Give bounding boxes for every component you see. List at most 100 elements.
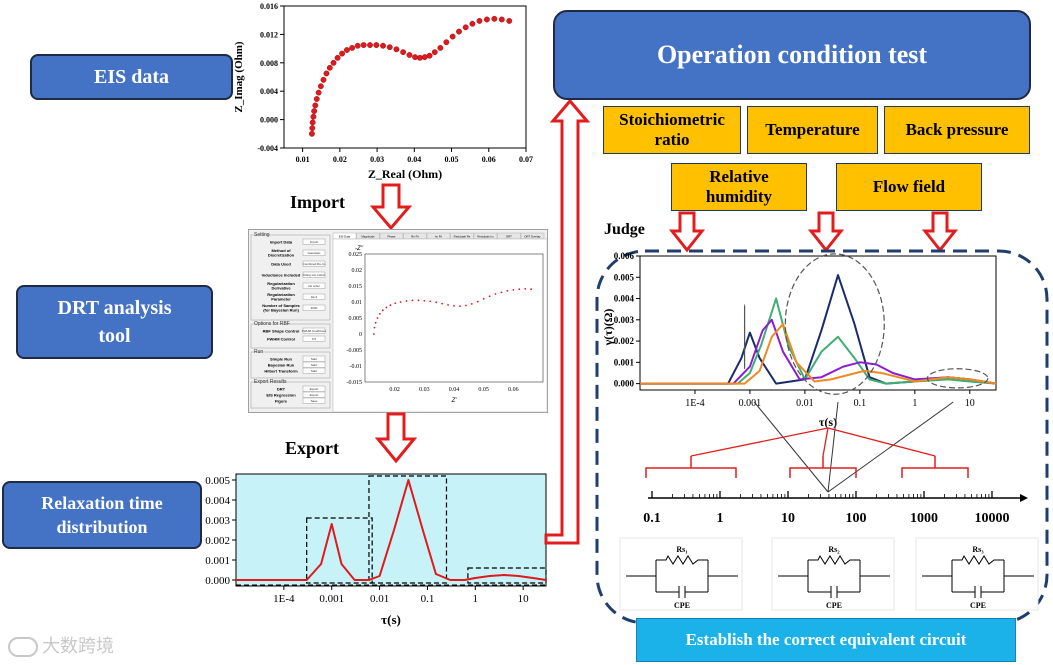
tool-row-value: Gaussian — [308, 251, 321, 255]
circuit-wire — [951, 560, 1005, 592]
tool-row-value: Start — [311, 363, 318, 367]
y-tick-label: 0.004 — [205, 495, 230, 507]
y-tick-label: 0.005 — [205, 475, 230, 487]
x-tick-label: 0.1 — [854, 398, 867, 409]
tool-row-label: Import Data — [270, 240, 293, 245]
range-bracket — [645, 456, 737, 478]
y-tick-label: 0.003 — [205, 515, 230, 527]
tool-row-control — [302, 249, 326, 256]
tool-data-point — [373, 326, 376, 329]
run-group-title: Run — [254, 349, 263, 355]
x-tick-label: 10 — [518, 593, 530, 605]
tool-row-label: Simple Run — [270, 357, 293, 362]
circuit-frame — [771, 537, 895, 611]
tool-y-tick-label: -0.005 — [347, 348, 363, 354]
data-point — [437, 44, 444, 51]
tool-row-label: Figure — [275, 399, 288, 404]
data-point — [349, 44, 356, 51]
establish-bar: Establish the correct equivalent circuit — [636, 618, 1016, 662]
tool-data-point — [453, 304, 455, 307]
resistor-label: Rs₁ — [676, 545, 688, 554]
peak-box — [467, 567, 547, 584]
export-label: Export — [285, 438, 339, 458]
tool-x-label: Z' — [451, 398, 458, 404]
range-bracket — [789, 456, 857, 478]
tool-tab-label: Residuals Im — [477, 234, 494, 238]
data-point — [334, 54, 341, 61]
x-tick-label: 0.04 — [407, 155, 421, 164]
tool-row-label: FWHM Control — [267, 337, 295, 342]
cpe-label: CPE — [970, 601, 986, 610]
data-point — [484, 16, 490, 23]
data-point — [498, 16, 505, 23]
x-tick-label: 0.06 — [482, 155, 496, 164]
tool-row-label: Hilbert Transform — [264, 369, 298, 374]
tool-row-value: Export — [310, 393, 319, 397]
x-tick-label: 1E-4 — [273, 593, 295, 605]
establish-label: Establish the correct equivalent circuit — [685, 630, 967, 649]
data-point — [312, 102, 319, 109]
x-tick-label: 0.07 — [519, 155, 533, 164]
tool-row-control — [302, 327, 326, 334]
data-point — [367, 42, 373, 48]
y-tick-label: 0.012 — [260, 30, 278, 39]
data-point — [311, 108, 318, 114]
tool-row-label: EIS Regression — [266, 393, 296, 398]
bracket-connector — [690, 427, 829, 457]
bracket-connector — [827, 427, 936, 457]
data-point — [315, 89, 322, 96]
tool-y-tick-label: 0.01 — [352, 300, 363, 306]
resistor-icon — [656, 554, 708, 565]
y-tick-label: 0.002 — [205, 535, 230, 547]
tool-row-label: Discretization — [268, 253, 295, 258]
resistor-icon — [952, 554, 1004, 565]
export-arrow-icon — [375, 412, 417, 464]
eis-data-box: EIS data — [30, 54, 233, 100]
tool-row-control — [302, 391, 326, 398]
data-point — [412, 54, 418, 61]
tool-row-control — [302, 361, 326, 368]
drt-tool-line2: tool — [98, 325, 131, 347]
tool-row-value: 0.5 — [312, 337, 317, 341]
data-point — [317, 83, 324, 90]
capacitor-icon — [952, 586, 1004, 598]
compare-plot-area — [639, 255, 997, 391]
tool-x-tick-label: 0.05 — [478, 387, 489, 393]
x-axis-label: τ(s) — [381, 612, 401, 627]
operation-box: Operation condition test — [553, 10, 1031, 100]
x-tick-label: 0.01 — [296, 155, 310, 164]
stoich-box: Stoichiometric ratio — [603, 106, 741, 154]
stoich-line1: Stoichiometric — [619, 110, 725, 129]
tool-data-point — [441, 302, 444, 305]
tool-row-control — [302, 238, 326, 245]
axis-tick-label: 1000 — [910, 511, 938, 526]
y-tick-label: 0.008 — [260, 59, 278, 68]
tool-row-label: DRT — [277, 387, 286, 392]
tool-row-control — [302, 271, 326, 278]
tool-data-point — [389, 304, 392, 307]
data-point — [373, 42, 380, 48]
equivalent-circuit-3: Rs₃ CPE — [915, 537, 1039, 611]
tool-row-value: Save — [311, 399, 318, 403]
tool-data-point — [494, 293, 497, 295]
x-tick-label: 10 — [965, 398, 975, 409]
resistor-label: Rs₃ — [972, 545, 984, 554]
tool-row-value: 1E-3 — [311, 295, 318, 299]
tool-y-tick-label: -0.01 — [350, 364, 363, 370]
tool-row-label: Number of Samples — [262, 303, 300, 308]
tool-data-point — [464, 304, 467, 307]
connector-line — [827, 401, 839, 493]
data-point — [400, 49, 407, 56]
y-tick-label: 0.001 — [614, 357, 635, 367]
y-axis-label: γ(τ)(Ω) — [601, 309, 615, 347]
tool-row-control — [302, 385, 326, 392]
tool-x-tick-label: 0.03 — [419, 387, 430, 393]
tool-row-label: (for Bayesian Run) — [263, 308, 299, 313]
tool-data-point — [399, 301, 402, 303]
x-tick-label: 1 — [473, 593, 479, 605]
data-point — [310, 113, 317, 120]
data-point — [354, 42, 361, 49]
